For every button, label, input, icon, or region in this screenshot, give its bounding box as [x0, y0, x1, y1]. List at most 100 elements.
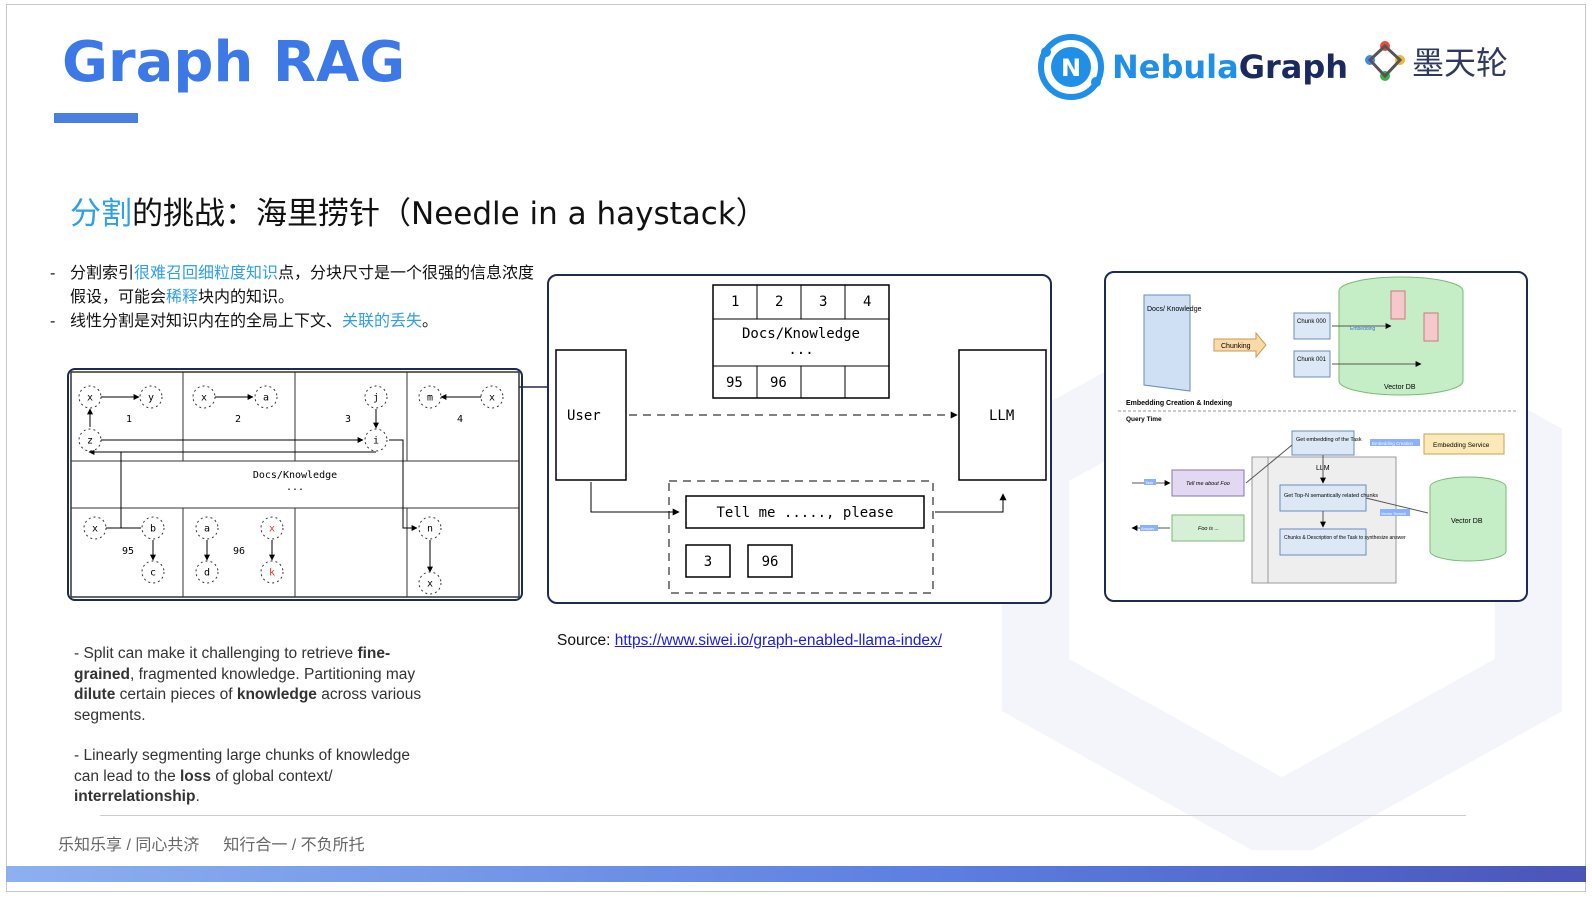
slide-frame	[6, 4, 1586, 892]
emb-section2: Query Time	[1126, 416, 1162, 423]
en-note-segment: across various segments.	[74, 686, 422, 724]
emb-embedding-creation: Embedding Creation	[1372, 441, 1414, 446]
en-note-segment: - Linearly segmenting large chunks of kn…	[74, 747, 411, 785]
nebula-badge-letter: N	[1061, 54, 1081, 82]
en-note-segment: certain pieces of	[115, 686, 237, 703]
emb-chunks-desc: Chunks & Description of the Task to synt…	[1284, 535, 1406, 541]
motianlun-logo: 墨天轮	[1362, 38, 1508, 84]
graph-node-label: b	[150, 524, 156, 535]
graph-node	[418, 516, 442, 540]
nebula-logo-icon: N	[1038, 34, 1104, 100]
graph-node-label: x	[92, 524, 98, 535]
footer-divider	[100, 815, 1466, 816]
en-note-segment: .	[195, 788, 200, 805]
graph-node	[139, 385, 163, 409]
docs-knowledge-label: Docs/Knowledge	[253, 470, 337, 481]
bullet-dash: -	[50, 265, 56, 282]
emb-get-embedding: Get embedding of the Task	[1296, 437, 1362, 443]
chunk-2: 2	[775, 294, 783, 310]
slide-title: Graph RAG	[62, 30, 406, 95]
en-note-bold: interrelationship	[74, 788, 196, 805]
graph-word: Graph	[1238, 48, 1349, 86]
graph-node	[192, 385, 216, 409]
bullet-segment: 。	[422, 313, 439, 330]
rag-docs-ellipsis: ...	[788, 342, 813, 358]
bullet-item: -线性分割是对知识内在的全局上下文、关联的丢失。	[50, 310, 550, 334]
graph-node-label: x	[87, 393, 93, 404]
graph-node-label: j	[373, 393, 379, 404]
nebulagraph-logo: N NebulaGraph	[1036, 32, 1348, 102]
en-note-bold: fine-grained	[74, 645, 391, 683]
en-note-paragraph: - Split can make it challenging to retri…	[74, 644, 439, 726]
nebula-word: Nebula	[1112, 48, 1239, 86]
title-underline	[54, 113, 138, 123]
graph-node	[254, 385, 278, 409]
slide-subtitle: 分割的挑战：海里捞针（Needle in a haystack）	[70, 188, 767, 233]
chunk-95: 95	[726, 375, 743, 391]
cell-num-1: 1	[126, 414, 132, 425]
graph-node	[364, 428, 388, 452]
en-note-segment: - Split can make it challenging to retri…	[74, 645, 358, 662]
cell-num-2: 2	[235, 414, 241, 425]
emb-chunk1-label: Chunk 000	[1297, 319, 1327, 325]
embedding-svg: Docs/ Knowledge Chunking Chunk 000 Chunk…	[1118, 276, 1516, 584]
bullet-segment: 块内的知识。	[198, 289, 295, 306]
rag-flow-diagram: 1 2 3 4 Docs/Knowledge ... 95 96 User LL…	[547, 274, 1052, 604]
emb-vector-search: Vector Search	[1381, 511, 1406, 516]
emb-topn: Get Top-N semantically related chunks	[1284, 493, 1378, 499]
retrieved-chunk-96: 96	[762, 554, 779, 570]
bottom-color-bar	[6, 866, 1586, 882]
graph-node	[480, 385, 504, 409]
chunk-1: 1	[731, 294, 739, 310]
graph-node-label: i	[373, 436, 379, 447]
bullet-text: 线性分割是对知识内在的全局上下文、关联的丢失。	[70, 310, 438, 334]
emb-tell-me: Tell me about Foo	[1186, 481, 1230, 487]
emb-chunking-label: Chunking	[1221, 343, 1251, 350]
prompt-text: Tell me ....., please	[716, 505, 893, 521]
graph-node-label: k	[269, 568, 275, 579]
bullet-highlight: 很难召回细粒度知识	[134, 265, 279, 282]
en-note-segment: , fragmented knowledge. Partitioning may	[129, 665, 416, 683]
graph-node-label: a	[263, 393, 269, 404]
embedding-diagram: Docs/ Knowledge Chunking Chunk 000 Chunk…	[1104, 271, 1528, 602]
emb-vectordb2-label: Vector DB	[1451, 518, 1483, 525]
graph-node-label: m	[427, 393, 433, 404]
graph-node	[364, 385, 388, 409]
graph-node	[418, 571, 442, 595]
source-link[interactable]: https://www.siwei.io/graph-enabled-llama…	[614, 632, 943, 649]
emb-chunk2-label: Chunk 001	[1297, 357, 1327, 363]
graph-node-label: x	[427, 579, 433, 590]
rag-docs-label: Docs/Knowledge	[742, 326, 860, 342]
graph-node-label: a	[204, 524, 210, 535]
retrieved-chunk-3: 3	[704, 554, 712, 570]
en-note-bold: knowledge	[236, 686, 317, 703]
graph-node-label: d	[204, 568, 210, 579]
chunk-3: 3	[819, 294, 827, 310]
chinese-bullets: -分割索引很难召回细粒度知识点，分块尺寸是一个很强的信息浓度假设，可能会稀释块内…	[50, 262, 550, 334]
en-note-segment: of global context/	[211, 767, 333, 785]
bullet-segment: 线性分割是对知识内在的全局上下文、	[70, 313, 343, 330]
bullet-text: 分割索引很难召回细粒度知识点，分块尺寸是一个很强的信息浓度假设，可能会稀释块内的…	[70, 262, 550, 310]
cell-num-3: 3	[345, 414, 351, 425]
graph-node	[260, 560, 284, 584]
source-line: Source: https://www.siwei.io/graph-enabl…	[557, 632, 942, 650]
nebulagraph-wordmark: NebulaGraph	[1112, 48, 1348, 86]
graph-node-label: z	[87, 436, 93, 447]
graph-node	[78, 428, 102, 452]
en-note-bold: loss	[180, 767, 212, 785]
english-notes: - Split can make it challenging to retri…	[74, 644, 439, 828]
graph-node-label: x	[489, 393, 495, 404]
graph-node	[195, 560, 219, 584]
graph-node	[78, 385, 102, 409]
cell-num-96: 96	[233, 546, 245, 557]
graph-node	[195, 516, 219, 540]
emb-task: Task	[1145, 480, 1153, 485]
bullet-item: -分割索引很难召回细粒度知识点，分块尺寸是一个很强的信息浓度假设，可能会稀释块内…	[50, 262, 550, 310]
emb-docs-label: Docs/ Knowledge	[1147, 306, 1202, 313]
footer-motto-2: 知行合一 / 不负所托	[223, 837, 365, 854]
graph-node-label: n	[427, 524, 433, 535]
bullet-dash: -	[50, 313, 56, 330]
graph-node-label: x	[201, 393, 207, 404]
